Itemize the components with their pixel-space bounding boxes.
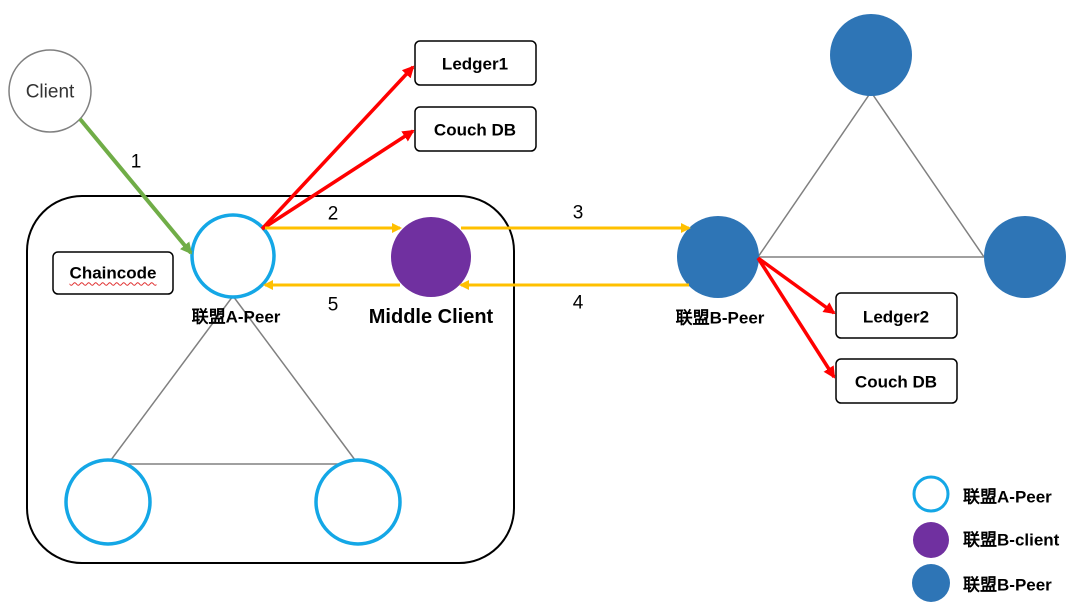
couchdb-b-box [835,358,958,404]
peer-a-node-left [64,458,152,546]
peer-a-node [190,213,276,299]
peer-b-label: 联盟B-Peer [675,308,765,328]
peer-b-node [677,216,759,298]
couchdb-a-box [414,106,537,152]
legend-label-b-client: 联盟B-client [963,530,1060,550]
middle-client-label: Middle Client [368,306,494,328]
middle-client-node [391,217,471,297]
legend-swatch-b-client [913,522,949,558]
arrow-step-1 [78,117,193,255]
couchdb-b-label: Couch DB [854,372,938,392]
step-2-label: 2 [327,203,339,225]
step-5-label: 5 [327,294,339,316]
step-3-label: 3 [572,202,584,224]
peer-b-node-top [830,14,912,96]
arrow-peer-a-to-couchdb [261,129,415,231]
org-b-edge-right [870,91,985,258]
step-1-label: 1 [130,151,142,173]
ledger1-box [414,40,537,86]
chaincode-box [52,251,174,295]
peer-a-node-right [314,458,402,546]
arrow-peer-a-to-ledger1 [260,65,415,231]
peer-a-label: 联盟A-Peer [191,307,281,327]
peer-b-node-right [984,216,1066,298]
org-b-edge-left [757,91,872,258]
legend-label-peer-a: 联盟A-Peer [963,487,1052,507]
client-node [8,49,92,133]
step-4-label: 4 [572,292,584,314]
legend-label-peer-b: 联盟B-Peer [963,575,1052,595]
couchdb-a-label: Couch DB [433,120,517,140]
org-a-container [26,195,515,564]
arrow-peer-b-to-ledger2 [756,256,836,315]
org-a-edge-right [232,295,359,465]
ledger2-label: Ledger2 [862,307,930,327]
ledger1-label: Ledger1 [441,54,509,74]
chaincode-label: Chaincode [69,263,157,283]
legend-swatch-peer-b [912,564,950,602]
arrow-peer-b-to-couchdb [756,257,836,379]
client-label: Client [25,81,75,103]
org-a-edge-left [107,295,234,465]
legend-swatch-peer-a [912,475,950,513]
ledger2-box [835,292,958,339]
